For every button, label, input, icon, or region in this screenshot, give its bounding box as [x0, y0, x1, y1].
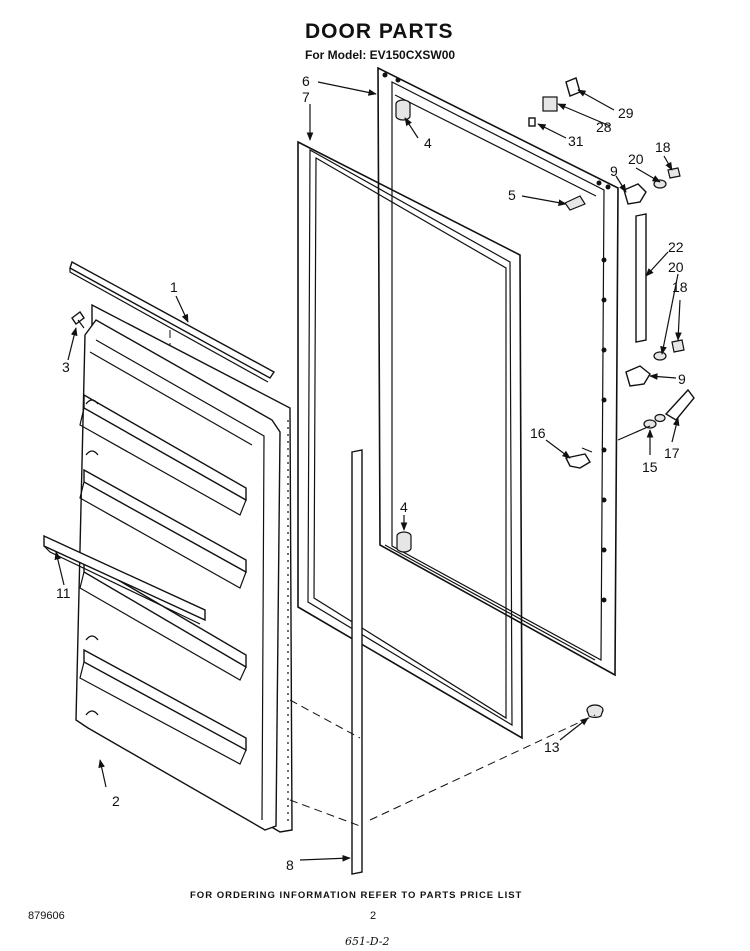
callout-label: 4 [424, 135, 432, 151]
handwritten-reference: 651-D-2 [345, 935, 390, 948]
part-clip [564, 195, 586, 211]
callout-label: 29 [618, 105, 634, 121]
part-inner-door-panel [377, 66, 619, 677]
callout-label: 18 [672, 279, 688, 295]
door-panel-outer [75, 303, 293, 833]
model-subtitle: For Model: EV150CXSW00 [305, 48, 456, 62]
part-hinge-bracket [564, 447, 593, 469]
callout-label: 17 [664, 445, 680, 461]
page-number: 2 [370, 910, 377, 922]
part-screw [71, 310, 85, 329]
part-hinge-top [623, 167, 681, 205]
part-bushing-bottom [396, 531, 412, 553]
page-title: DOOR PARTS [305, 20, 454, 43]
part-hinge-bottom [625, 339, 685, 387]
callout-label: 1 [170, 279, 178, 295]
part-hinge-cover [664, 388, 695, 421]
callout-label: 6 [302, 73, 310, 89]
part-hinge-pin [643, 413, 666, 429]
callout-label: 31 [568, 133, 584, 149]
callout-label: 22 [668, 239, 684, 255]
callout-label: 4 [400, 499, 408, 515]
drawing-code: 879606 [28, 910, 65, 922]
part-shelf-rail [43, 534, 206, 625]
callout-label: 16 [530, 425, 546, 441]
part-door-stop [586, 704, 604, 718]
callout-label: 15 [642, 459, 658, 475]
part-bushing-top [395, 99, 411, 121]
callout-label: 8 [286, 857, 294, 873]
part-vertical-strip [351, 449, 363, 875]
callout-label: 11 [56, 585, 71, 601]
callout-label: 5 [508, 187, 516, 203]
part-handle-cap [542, 96, 558, 112]
callout-label: 3 [62, 359, 70, 375]
part-small-insert [528, 117, 536, 127]
callout-label: 9 [610, 163, 618, 179]
callout-label: 28 [596, 119, 612, 135]
callout-label: 7 [302, 89, 310, 105]
callout-label: 20 [668, 259, 684, 275]
part-trim-strip-top [69, 260, 276, 383]
part-door-gasket [297, 140, 523, 740]
leader-lines [54, 81, 682, 862]
callout-labels: 1 2 3 4 4 5 6 7 8 9 9 11 13 15 16 17 18 … [56, 73, 688, 873]
callout-label: 9 [678, 371, 686, 387]
callout-label: 18 [655, 139, 671, 155]
ordering-note: FOR ORDERING INFORMATION REFER TO PARTS … [190, 890, 523, 901]
part-handle-plate [565, 77, 581, 97]
callout-label: 20 [628, 151, 644, 167]
callout-label: 2 [112, 793, 120, 809]
part-hinge-trim [635, 213, 647, 343]
callout-label: 13 [544, 739, 560, 755]
